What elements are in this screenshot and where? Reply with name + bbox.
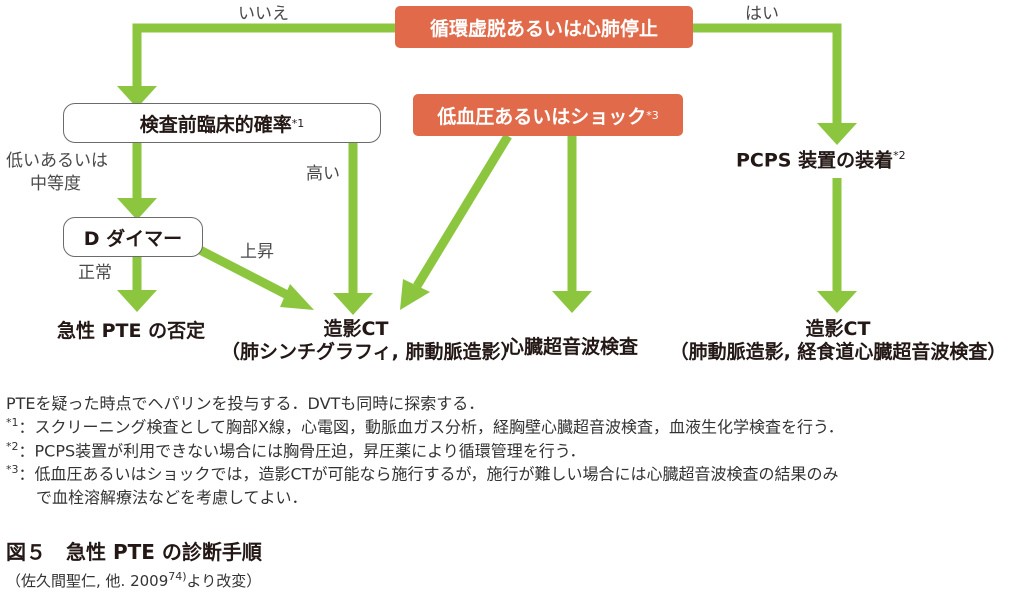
arrowhead	[280, 284, 314, 310]
label-low-2: 中等度	[30, 174, 81, 194]
pcps-label: PCPS 装置の装着*2	[736, 149, 906, 172]
arrowhead	[117, 198, 157, 220]
label-low-1: 低いあるいは	[6, 151, 108, 171]
hypotension-shock-box: 低血圧あるいはショック*3	[413, 94, 683, 136]
label-yes: はい	[745, 4, 779, 24]
note-3: *3：低血圧あるいはショックでは，造影CTが可能なら施行するが，施行が難しい場合…	[6, 463, 839, 484]
result-ct2: 造影CT （肺動脈造影, 経食道心臓超音波検査）	[669, 318, 1007, 363]
arrowhead	[117, 86, 157, 108]
arrowhead	[333, 293, 373, 315]
arrow-rise	[197, 246, 300, 304]
label-no: いいえ	[238, 4, 289, 24]
figure-caption: 図５ 急性 PTE の診断手順	[6, 540, 262, 564]
label-rise: 上昇	[240, 242, 274, 262]
note-3-cont: で血栓溶解療法などを考慮してよい．	[36, 487, 308, 507]
result-ct: 造影CT （肺シンチグラフィ, 肺動脈造影）	[221, 318, 520, 363]
pretest-probability-box: 検査前臨床的確率*1	[63, 103, 381, 143]
arrowhead	[817, 291, 857, 313]
label-high: 高い	[306, 164, 340, 184]
arrowhead	[400, 279, 430, 310]
note-intro: PTEを疑った時点でヘパリンを投与する．DVTも同時に探索する．	[6, 394, 485, 413]
result-echo: 心臓超音波検査	[505, 336, 639, 358]
arrowhead	[117, 290, 157, 312]
result-negate: 急性 PTE の否定	[57, 320, 206, 342]
arrow-no	[132, 23, 395, 88]
arrowhead	[552, 291, 592, 313]
source-citation: （佐久間聖仁, 他. 200974)より改変）	[6, 570, 262, 590]
label-normal: 正常	[78, 263, 112, 283]
d-dimer-box: D ダイマー	[63, 217, 203, 257]
arrow-hypo-ct	[413, 133, 512, 289]
collapse-arrest-box: 循環虚脱あるいは心肺停止	[395, 6, 693, 48]
footnotes: PTEを疑った時点でヘパリンを投与する．DVTも同時に探索する． *1：スクリー…	[6, 392, 844, 509]
flow-arrows	[117, 23, 857, 315]
note-1: *1：スクリーニング検査として胸部X線，心電図，動脈血ガス分析，経胸壁心臓超音波…	[6, 416, 844, 437]
arrowhead	[817, 123, 857, 145]
note-2: *2：PCPS装置が利用できない場合には胸骨圧迫，昇圧薬により循環管理を行う．	[6, 439, 586, 461]
arrow-yes	[693, 23, 842, 125]
